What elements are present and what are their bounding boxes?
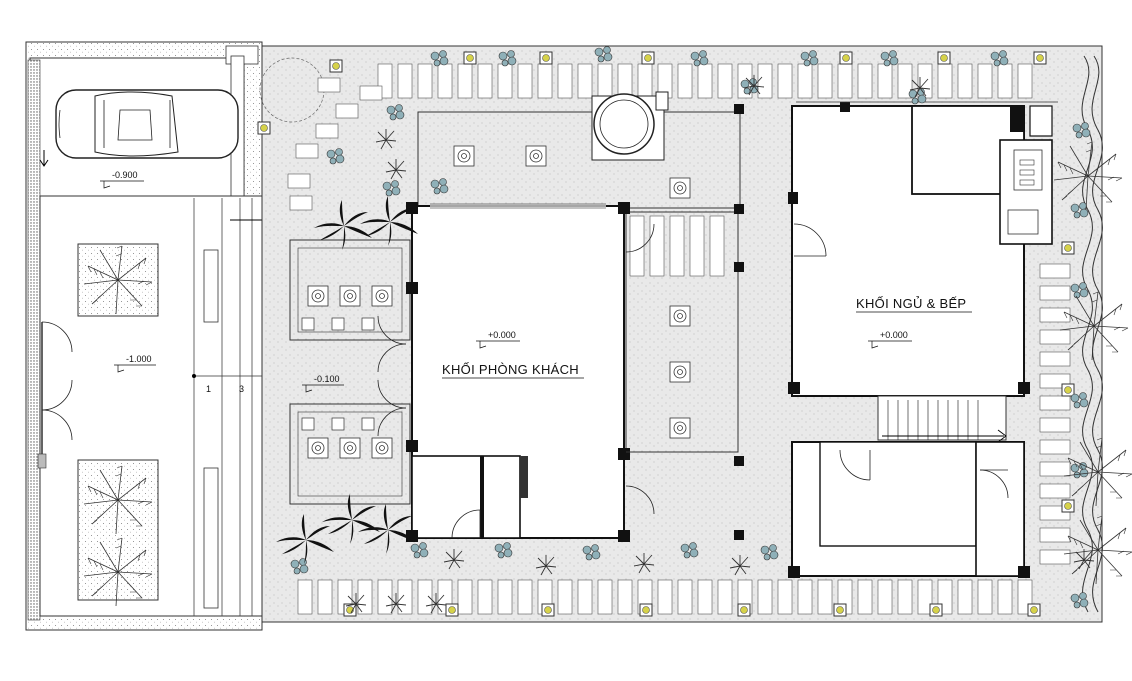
lamp-icon (937, 51, 951, 65)
lamp-icon (737, 603, 751, 617)
entry-gate-doors (37, 321, 73, 469)
lower-rooms (788, 441, 1030, 578)
lamp-icon (257, 121, 271, 135)
lamp-icon (833, 603, 847, 617)
side-corridor-paving (625, 211, 739, 453)
courtyard-doors (377, 315, 407, 437)
level-living: +0.000 (488, 330, 516, 340)
lamp-icon (929, 603, 943, 617)
level-entry: -1.000 (126, 354, 152, 364)
lamp-icon (329, 59, 343, 73)
stepping-stones-top (377, 63, 1033, 99)
lamp-icon (641, 51, 655, 65)
bedroom-kitchen-block (788, 101, 1058, 397)
lamp-icon (1061, 241, 1075, 255)
lamp-icon (539, 51, 553, 65)
stepping-stones-bottom (297, 579, 1033, 615)
lamp-icon (839, 51, 853, 65)
garden-path-topleft (259, 57, 383, 211)
lamp-icon (1061, 383, 1075, 397)
lamp-icon (541, 603, 555, 617)
top-terrace (417, 91, 741, 209)
pavilion-columns (626, 104, 744, 540)
stair (877, 395, 1007, 443)
level-garage: -0.900 (112, 170, 138, 180)
courtyard-planters (289, 239, 411, 505)
step-number-3: 3 (239, 384, 244, 394)
entry-planters (77, 243, 159, 607)
lamp-icon (639, 603, 653, 617)
lamp-icon (1061, 499, 1075, 513)
level-landing: -0.100 (314, 374, 340, 384)
room-label-bedroom-kitchen: KHỐI NGỦ & BẾP (856, 296, 966, 311)
lamp-icon (1033, 51, 1047, 65)
lamp-icon (445, 603, 459, 617)
car (55, 89, 239, 159)
room-label-living: KHỐI PHÒNG KHÁCH (442, 362, 579, 377)
lamp-icon (463, 51, 477, 65)
lamp-icon (1027, 603, 1041, 617)
step-number-1: 1 (206, 384, 211, 394)
level-bedroom: +0.000 (880, 330, 908, 340)
level-markers: -0.900 -1.000 -0.100 +0.000 +0.000 (100, 170, 912, 393)
living-room-block (406, 202, 655, 542)
lamp-icon (343, 603, 357, 617)
